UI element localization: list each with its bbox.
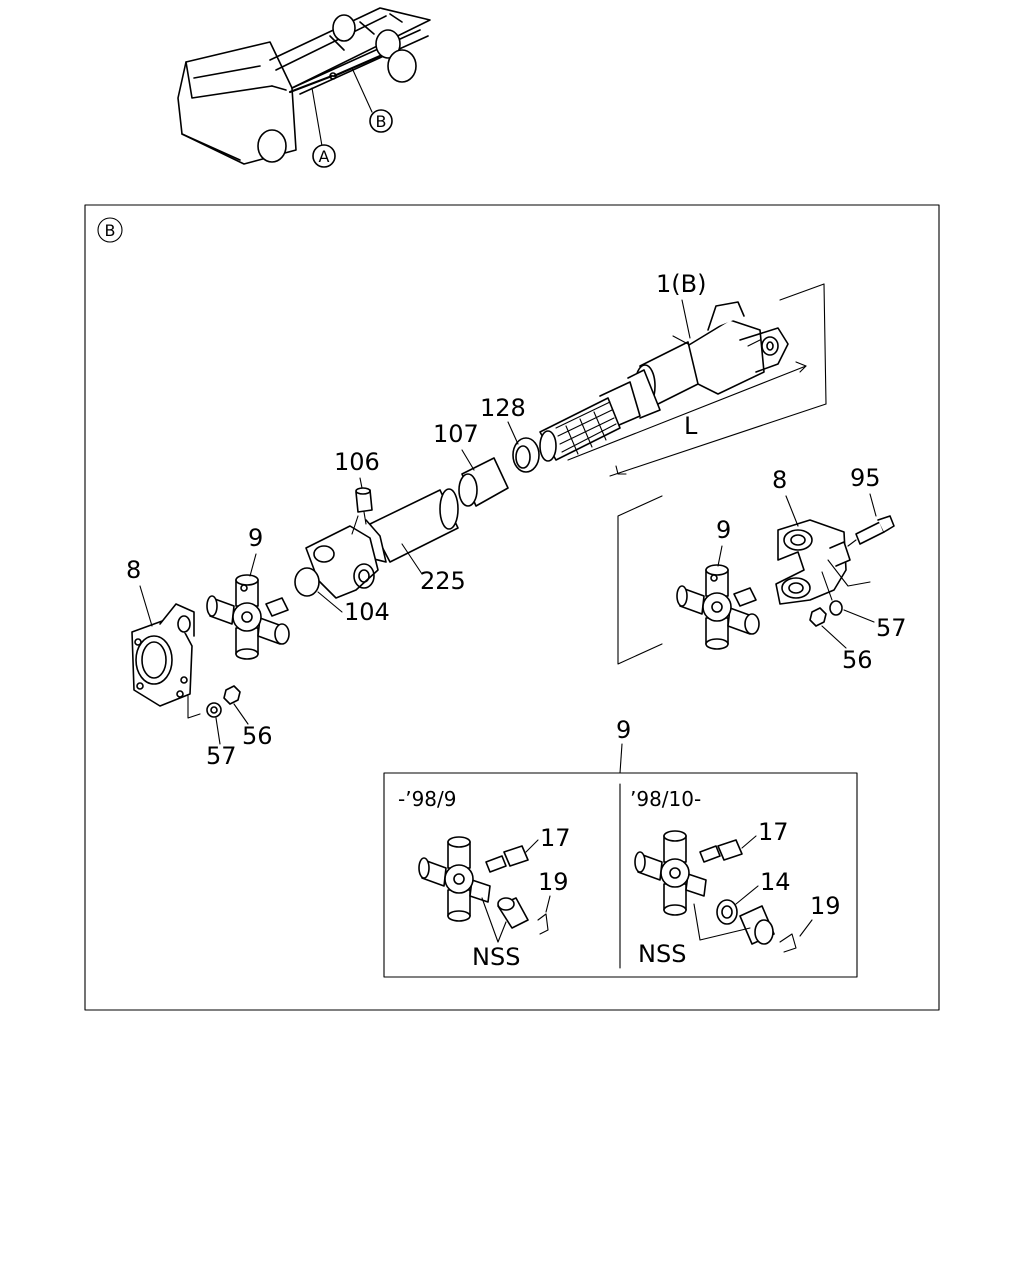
detail-right-period: ’98/10- xyxy=(630,787,701,811)
detail-right-joint xyxy=(634,830,797,953)
detail-left-period: -’98/9 xyxy=(398,787,457,811)
panel-label-circle xyxy=(97,217,123,243)
right-group-bracket xyxy=(617,495,663,665)
yoke-right xyxy=(775,519,871,605)
part-label-95: 95 xyxy=(850,464,881,492)
callout-a-label: A xyxy=(319,147,330,166)
nut-56-right xyxy=(809,607,827,627)
detail-box xyxy=(383,772,858,978)
nut-56-left xyxy=(223,685,241,705)
part-label-128: 128 xyxy=(480,394,526,422)
main-panel-frame xyxy=(84,204,940,1011)
yoke-tube-225 xyxy=(305,488,459,599)
callout-a-circle xyxy=(312,144,336,168)
detail-left-joint xyxy=(418,836,549,935)
bolt-95 xyxy=(847,515,895,547)
part-label-57-left: 57 xyxy=(206,742,237,770)
shaft-assembly-1b xyxy=(539,301,789,462)
part-label-107: 107 xyxy=(433,420,479,448)
part-label-9-right: 9 xyxy=(716,516,731,544)
callout-b-circle xyxy=(369,109,393,133)
part-label-8-left: 8 xyxy=(126,556,141,584)
part-label-104: 104 xyxy=(344,598,390,626)
detail-right-14: 14 xyxy=(760,868,791,896)
universal-joint-right xyxy=(676,564,760,650)
detail-right-17: 17 xyxy=(758,818,789,846)
cap-104 xyxy=(294,567,320,597)
detail-left-19: 19 xyxy=(538,868,569,896)
washer-57-right xyxy=(829,600,843,616)
callout-b-label: B xyxy=(376,112,387,131)
dimension-l-label: L xyxy=(684,412,698,440)
detail-left-nss: NSS xyxy=(472,943,520,971)
part-label-9-detail: 9 xyxy=(616,716,631,744)
vehicle-locator-sketch: A B xyxy=(177,7,431,168)
grease-nipple-106 xyxy=(355,487,373,525)
washer-57-left xyxy=(206,702,222,718)
detail-left-17: 17 xyxy=(540,824,571,852)
part-label-106: 106 xyxy=(334,448,380,476)
part-label-57-right: 57 xyxy=(876,614,907,642)
dimension-l xyxy=(567,283,827,477)
part-label-56-right: 56 xyxy=(842,646,873,674)
panel-label: B xyxy=(105,221,116,240)
detail-right-nss: NSS xyxy=(638,940,686,968)
detail-right-19: 19 xyxy=(810,892,841,920)
universal-joint-left xyxy=(206,574,290,660)
part-label-56-left: 56 xyxy=(242,722,273,750)
part-label-225: 225 xyxy=(420,567,466,595)
part-label-1b: 1(B) xyxy=(656,270,706,298)
flange-yoke-left xyxy=(131,603,201,719)
part-label-9-left: 9 xyxy=(248,524,263,552)
part-label-8-right: 8 xyxy=(772,466,787,494)
